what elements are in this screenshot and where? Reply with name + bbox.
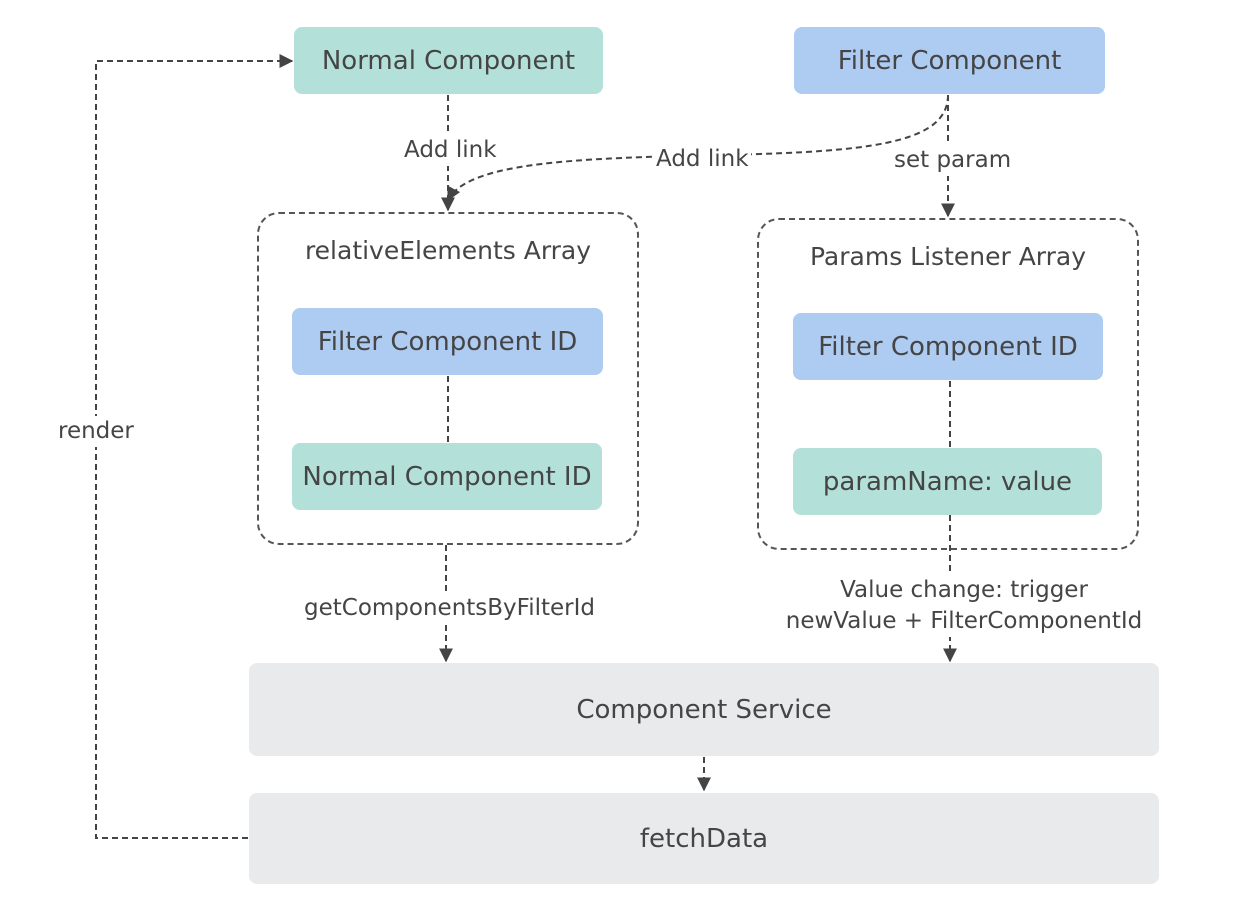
filter-component-node: Filter Component — [794, 27, 1105, 94]
add-link-curve-label: Add link — [654, 144, 751, 175]
relative-normal-id-node: Normal Component ID — [292, 443, 602, 510]
params-filter-id-node: Filter Component ID — [793, 313, 1103, 380]
get-components-label: getComponentsByFilterId — [302, 593, 598, 624]
relative-filter-id-label: Filter Component ID — [317, 326, 578, 357]
param-value-label: paramName: value — [822, 466, 1073, 497]
component-service-label: Component Service — [576, 694, 832, 725]
value-change-line2: newValue + FilterComponentId — [785, 608, 1143, 634]
relative-elements-group: relativeElements Array — [257, 212, 639, 545]
params-listener-group: Params Listener Array — [757, 218, 1139, 550]
value-change-label: Value change: trigger newValue + FilterC… — [780, 575, 1148, 637]
params-filter-id-label: Filter Component ID — [818, 331, 1078, 362]
fetch-data-label: fetchData — [639, 823, 769, 854]
param-value-node: paramName: value — [793, 448, 1102, 515]
fetch-data-node: fetchData — [249, 793, 1159, 884]
add-link-left-label: Add link — [402, 135, 499, 166]
relative-elements-title: relativeElements Array — [304, 236, 592, 265]
render-label: render — [56, 416, 136, 447]
normal-component-node: Normal Component — [294, 27, 603, 94]
relative-filter-id-node: Filter Component ID — [292, 308, 603, 375]
set-param-label: set param — [892, 145, 1014, 176]
edge-render-loop — [95, 54, 294, 839]
normal-component-label: Normal Component — [321, 45, 576, 76]
params-listener-title: Params Listener Array — [809, 242, 1087, 271]
filter-component-label: Filter Component — [837, 45, 1062, 76]
value-change-line1: Value change: trigger — [840, 577, 1088, 603]
component-service-node: Component Service — [249, 663, 1159, 756]
relative-normal-id-label: Normal Component ID — [302, 461, 592, 492]
